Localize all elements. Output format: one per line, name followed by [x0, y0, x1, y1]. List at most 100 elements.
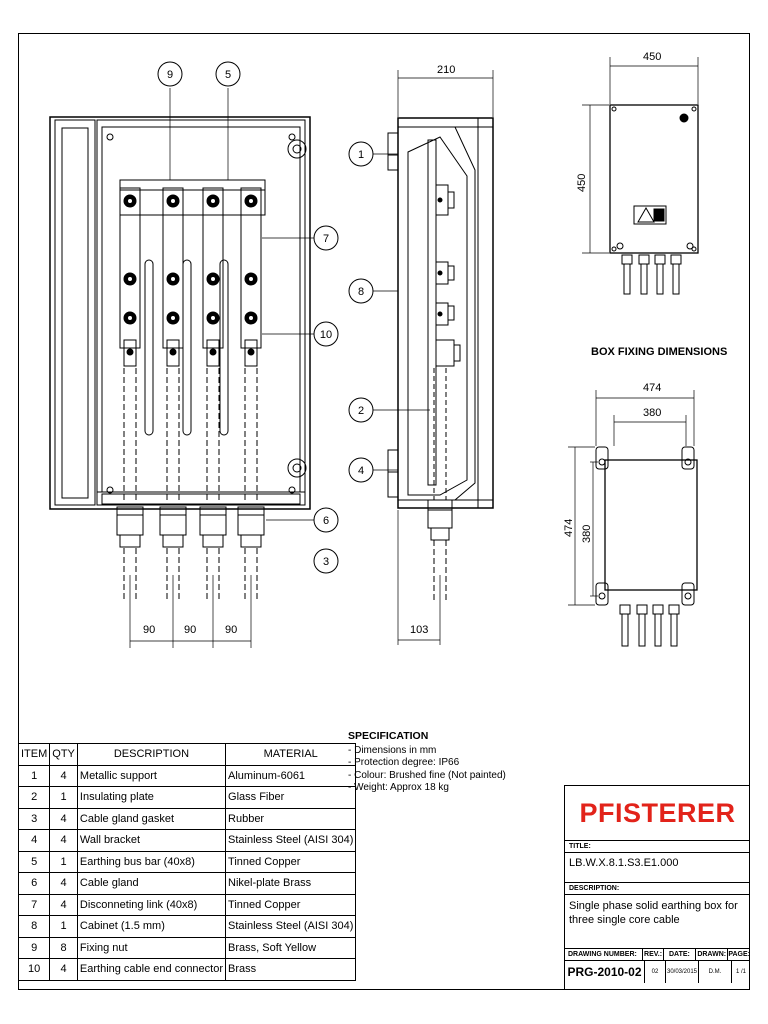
bom-item-number: 9 — [17, 936, 51, 959]
balloon-2: 2 — [348, 397, 374, 423]
spec-line: - Weight: Approx 18 kg — [348, 782, 449, 793]
drawing-sheet-border — [18, 33, 750, 990]
bom-header-material: MATERIAL — [225, 743, 357, 766]
bom-header-item: ITEM — [17, 743, 51, 766]
fix-inner-width-dim: 380 — [643, 407, 661, 419]
cable-end-connectors — [123, 339, 258, 367]
bom-qty: 1 — [49, 786, 78, 809]
svg-text:10: 10 — [320, 329, 332, 341]
pitch-dim-3: 90 — [225, 624, 237, 636]
bom-qty: 4 — [49, 958, 78, 981]
bom-qty: 1 — [49, 915, 78, 938]
mini-front-view: 450 450 — [576, 51, 699, 295]
pitch-dim-1: 90 — [143, 624, 155, 636]
drawing-title: LB.W.X.8.1.S3.E1.000 — [565, 853, 750, 883]
disconnecting-links — [119, 187, 262, 349]
svg-text:4: 4 — [358, 465, 364, 477]
svg-text:5: 5 — [225, 69, 231, 81]
specification-block: SPECIFICATION - Dimensions in mm - Prote… — [348, 730, 506, 795]
bom-item-number: 7 — [17, 893, 51, 916]
title-block-value-row: PRG-2010-02 02 30/03/2015 D.M. 1 /1 — [565, 961, 750, 983]
internal-cables — [123, 368, 258, 500]
bom-item-number: 10 — [17, 958, 51, 981]
side-depth-dim: 210 — [437, 64, 455, 76]
bom-material: Aluminum-6061 — [225, 764, 357, 787]
bom-item-number: 8 — [17, 915, 51, 938]
date-label: DATE: — [664, 949, 697, 960]
external-cables — [123, 548, 258, 600]
pitch-dim-2: 90 — [184, 624, 196, 636]
spec-line: - Colour: Brushed fine (Not painted) — [348, 769, 506, 781]
fix-outer-width-dim: 474 — [643, 382, 661, 394]
bom-qty: 4 — [49, 807, 78, 830]
rev-label: REV.: — [644, 949, 664, 960]
bom-item-number: 2 — [17, 786, 51, 809]
title-label: TITLE: — [565, 841, 750, 853]
specification-title: SPECIFICATION — [348, 730, 429, 742]
bom-material: Brass, Soft Yellow — [225, 936, 357, 959]
drawing-number-label: DRAWING NUMBER: — [565, 949, 644, 960]
drawn-by: D.M. — [699, 961, 732, 983]
date: 30/03/2015 — [666, 961, 699, 983]
warning-label — [633, 205, 667, 225]
side-gland-dim: 103 — [410, 624, 428, 636]
bom-item-number: 3 — [17, 807, 51, 830]
drawing-number: PRG-2010-02 — [565, 961, 645, 983]
bom-qty: 4 — [49, 829, 78, 852]
fix-inner-height-dim: 380 — [581, 525, 593, 543]
item-balloons: 9 5 1 7 8 10 2 4 6 3 — [157, 61, 374, 574]
bom-item-number: 6 — [17, 872, 51, 895]
description-label: DESCRIPTION: — [565, 883, 750, 895]
bom-description: Insulating plate — [76, 786, 227, 809]
side-view: 210 103 — [387, 64, 494, 645]
bom-item-number: 1 — [17, 764, 51, 787]
balloon-3: 3 — [313, 548, 339, 574]
balloon-8: 8 — [348, 278, 374, 304]
bom-item-number: 5 — [17, 850, 51, 873]
mini-width-dim: 450 — [643, 51, 661, 63]
bom-material: Tinned Copper — [225, 893, 357, 916]
bom-material: Stainless Steel (AISI 304) — [225, 915, 357, 938]
drawn-label: DRAWN: — [696, 949, 729, 960]
pfisterer-logo: PFISTERER — [565, 786, 750, 841]
wall-bracket-ears — [287, 139, 307, 478]
balloon-4: 4 — [348, 457, 374, 483]
fix-outer-height-dim: 474 — [563, 519, 575, 537]
svg-text:6: 6 — [323, 515, 329, 527]
spec-line: - Dimensions in mm — [348, 744, 437, 756]
bom-description: Disconneting link (40x8) — [76, 893, 227, 916]
balloon-5: 5 — [215, 61, 241, 87]
bom-description: Cabinet (1.5 mm) — [76, 915, 227, 938]
bom-description: Cable gland — [76, 872, 227, 895]
svg-text:1: 1 — [358, 149, 364, 161]
front-pitch-dimension — [129, 575, 252, 648]
bom-material: Rubber — [225, 807, 357, 830]
bom-qty: 4 — [49, 893, 78, 916]
bom-description: Fixing nut — [76, 936, 227, 959]
svg-text:3: 3 — [323, 556, 329, 568]
balloon-10: 10 — [313, 321, 339, 347]
bom-header-description: DESCRIPTION — [76, 743, 227, 766]
page-number: 1 /1 — [735, 969, 746, 975]
bom-header-row: ITEM QTY DESCRIPTION MATERIAL — [17, 743, 357, 766]
bom-material: Tinned Copper — [225, 850, 357, 873]
box-fixing-title: BOX FIXING DIMENSIONS — [591, 346, 727, 358]
bom-description: Cable gland gasket — [76, 807, 227, 830]
bom-material: Stainless Steel (AISI 304) — [225, 829, 357, 852]
title-block-header-row: DRAWING NUMBER: REV.: DATE: DRAWN: PAGE: — [565, 949, 750, 961]
bom-description: Metallic support — [76, 764, 227, 787]
bom-header-qty: QTY — [49, 743, 78, 766]
balloon-7: 7 — [313, 225, 339, 251]
page-label: PAGE: — [728, 951, 750, 958]
cable-glands — [116, 506, 265, 548]
